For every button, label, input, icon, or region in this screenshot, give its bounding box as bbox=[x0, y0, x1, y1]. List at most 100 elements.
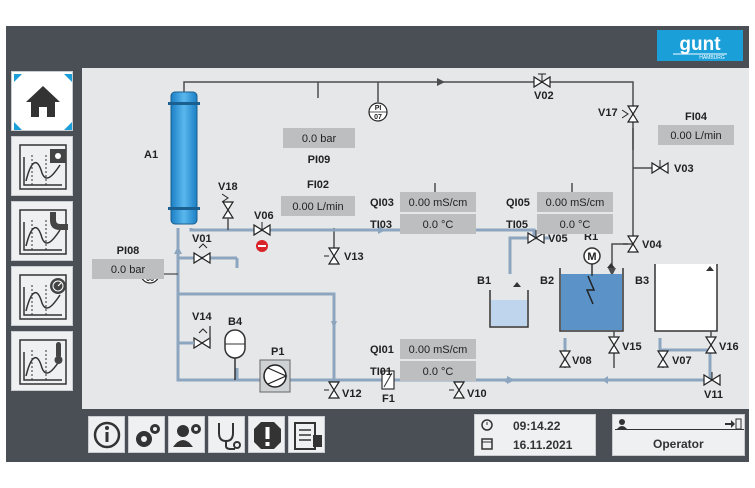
diagnostics-button[interactable] bbox=[208, 416, 245, 453]
valve-v03[interactable]: V03 bbox=[651, 160, 694, 175]
fi02-value: 0.00 L/min bbox=[292, 201, 343, 213]
valve-v14[interactable]: V14 bbox=[178, 311, 212, 350]
stethoscope-icon bbox=[218, 423, 241, 450]
user-panel[interactable]: Operator bbox=[612, 414, 745, 456]
logo-subtext: HAMBURG bbox=[699, 55, 725, 61]
valve-v05[interactable]: V05 bbox=[527, 230, 568, 245]
chart-pipe-icon bbox=[19, 209, 68, 255]
fi02-label: FI02 bbox=[307, 179, 329, 191]
valve-v12[interactable]: V12 bbox=[324, 381, 362, 400]
column-a1[interactable]: A1 bbox=[144, 91, 200, 225]
readout-pi09: 0.0 bar PI09 bbox=[283, 128, 355, 166]
accumulator-label: B4 bbox=[228, 316, 243, 328]
pi07-top: PI bbox=[375, 105, 382, 112]
sidebar-item-chart-gauge[interactable] bbox=[11, 266, 73, 326]
pump-p1[interactable]: P1 bbox=[259, 346, 291, 393]
sidebar-item-home[interactable] bbox=[11, 71, 73, 131]
valve-v07[interactable]: V07 bbox=[656, 350, 692, 368]
tank-b1-label: B1 bbox=[477, 275, 491, 287]
qi03-value: 0.00 mS/cm bbox=[409, 197, 468, 209]
tank-b1[interactable]: B1 bbox=[477, 275, 529, 328]
pressure-gauge-pi07[interactable]: PI 07 bbox=[368, 82, 388, 122]
fi04-value: 0.00 L/min bbox=[670, 130, 721, 142]
clock-icon bbox=[481, 419, 493, 431]
valve-v10[interactable]: V10 bbox=[449, 381, 487, 400]
valve-v15-label: V15 bbox=[622, 341, 642, 353]
user-settings-icon bbox=[173, 424, 201, 447]
column-label: A1 bbox=[144, 149, 158, 161]
data-export-button[interactable] bbox=[288, 416, 325, 453]
valve-v04[interactable]: V04 bbox=[623, 235, 662, 253]
accumulator-b4[interactable]: B4 bbox=[224, 316, 246, 380]
chart-gauge-icon bbox=[19, 274, 67, 320]
valve-v07-label: V07 bbox=[672, 355, 692, 367]
alarm-button[interactable] bbox=[248, 416, 285, 453]
ti01-label: TI01 bbox=[370, 366, 392, 378]
tank-b2-label: B2 bbox=[540, 275, 554, 287]
valve-v01[interactable]: V01 bbox=[192, 233, 212, 265]
readout-qi05: 0.00 mS/cm QI05 0.0 °C TI05 bbox=[506, 192, 613, 234]
readout-qi03: 0.00 mS/cm QI03 0.0 °C TI03 bbox=[370, 192, 476, 234]
calendar-icon bbox=[481, 438, 493, 450]
qi05-value: 0.00 mS/cm bbox=[546, 197, 605, 209]
valve-v06[interactable]: V06 bbox=[253, 210, 274, 252]
valve-v02-label: V02 bbox=[534, 90, 554, 102]
ti05-value: 0.0 °C bbox=[560, 219, 591, 231]
settings-button[interactable] bbox=[128, 416, 165, 453]
valve-v02[interactable]: V02 bbox=[533, 73, 554, 102]
valve-v17[interactable]: V17 bbox=[598, 105, 640, 123]
settings-icon bbox=[136, 424, 160, 447]
valve-v04-label: V04 bbox=[642, 239, 662, 251]
app-window: gunt HAMBURG bbox=[6, 26, 749, 462]
valve-v08[interactable]: V08 bbox=[558, 350, 592, 368]
ti03-value: 0.0 °C bbox=[423, 219, 454, 231]
valve-v10-label: V10 bbox=[467, 388, 487, 400]
sidebar-item-chart-thermometer[interactable] bbox=[11, 331, 73, 391]
valve-v05-label: V05 bbox=[548, 233, 568, 245]
user-name: Operator bbox=[653, 437, 704, 451]
login-icon bbox=[725, 420, 735, 428]
motor-r1[interactable]: M R1 bbox=[583, 231, 601, 276]
process-diagram: A1 B1 B2 M R1 B3 bbox=[82, 68, 749, 409]
user-settings-button[interactable] bbox=[168, 416, 205, 453]
pump-label: P1 bbox=[271, 346, 284, 358]
readout-fi04: 0.00 L/min FI04 bbox=[658, 111, 734, 145]
info-icon bbox=[93, 421, 121, 449]
valve-v16[interactable]: V16 bbox=[704, 331, 739, 354]
ti03-label: TI03 bbox=[370, 219, 392, 231]
home-icon bbox=[14, 74, 72, 130]
filter-f1[interactable]: F1 bbox=[381, 370, 395, 405]
valve-v11[interactable]: V11 bbox=[703, 372, 723, 401]
datetime-panel: 09:14.22 16.11.2021 bbox=[474, 414, 596, 456]
sidebar-item-chart-pipe[interactable] bbox=[11, 201, 73, 261]
valve-v06-label: V06 bbox=[254, 210, 274, 222]
sidebar-item-chart-flow[interactable] bbox=[11, 136, 73, 196]
qi01-value: 0.00 mS/cm bbox=[409, 344, 468, 356]
valve-v11-label: V11 bbox=[704, 389, 723, 401]
pi09-value: 0.0 bar bbox=[302, 133, 337, 145]
readout-pi08: 0.0 bar PI08 bbox=[92, 245, 164, 279]
valve-v01-label: V01 bbox=[192, 233, 212, 245]
info-button[interactable] bbox=[88, 416, 125, 453]
data-export-icon bbox=[294, 422, 322, 450]
qi05-label: QI05 bbox=[506, 197, 530, 209]
pi07-bottom: 07 bbox=[374, 114, 382, 121]
ti05-label: TI05 bbox=[506, 219, 528, 231]
top-bar: gunt HAMBURG bbox=[6, 26, 749, 65]
valve-v18[interactable]: V18 bbox=[218, 181, 238, 230]
pi08-label: PI08 bbox=[117, 245, 140, 257]
tank-b2[interactable]: B2 bbox=[540, 263, 624, 332]
valve-v16-label: V16 bbox=[719, 341, 739, 353]
date-display: 16.11.2021 bbox=[513, 438, 573, 452]
readout-qi01: 0.00 mS/cm QI01 0.0 °C TI01 bbox=[370, 339, 476, 381]
tank-b3[interactable]: B3 bbox=[635, 264, 718, 332]
valve-v14-label: V14 bbox=[192, 311, 212, 323]
valve-v13[interactable]: V13 bbox=[324, 247, 364, 265]
sidebar bbox=[6, 65, 76, 462]
readout-fi02: 0.00 L/min FI02 bbox=[281, 179, 355, 216]
pi06-bottom: 06 bbox=[146, 276, 154, 283]
time-display: 09:14.22 bbox=[513, 419, 561, 433]
filter-label: F1 bbox=[382, 393, 395, 405]
valve-v15[interactable]: V15 bbox=[607, 331, 642, 354]
tank-b3-label: B3 bbox=[635, 275, 649, 287]
